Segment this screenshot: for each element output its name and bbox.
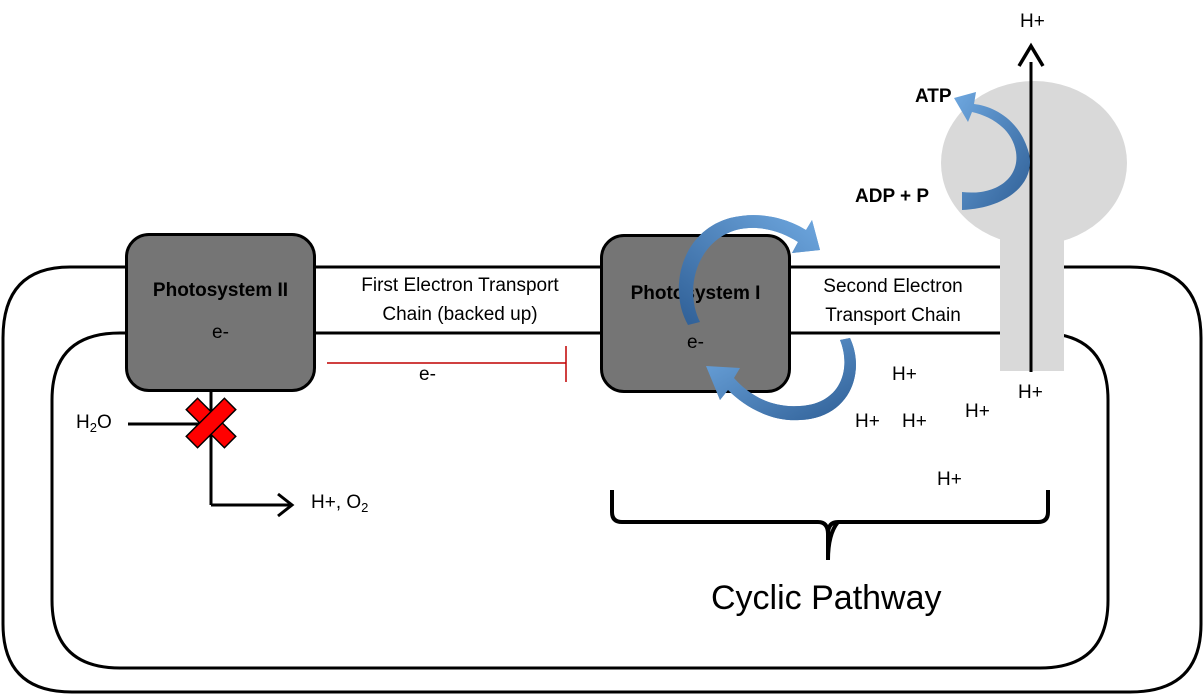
proton-2: H+ xyxy=(965,401,990,422)
blocked-x-icon xyxy=(185,397,237,449)
water-sub: 2 xyxy=(89,420,97,435)
blocked-electron-label: e- xyxy=(419,364,436,385)
water-base: H xyxy=(76,412,90,433)
adp-label: ADP + P xyxy=(855,186,930,207)
adp-atp-curved-arrow xyxy=(954,92,1031,210)
second-etc-label: Second Electron Transport Chain xyxy=(796,276,990,327)
photosystem-ii-electron: e- xyxy=(212,322,229,343)
synthase-arrowhead xyxy=(1017,42,1045,67)
second-etc-line2: Transport Chain xyxy=(825,305,961,326)
proton-top-label: H+ xyxy=(1020,11,1045,32)
water-tail: O xyxy=(96,412,112,433)
proton-1: H+ xyxy=(892,364,917,385)
photosystem-ii-label: Photosystem II xyxy=(152,280,289,301)
photosystem-i-label: Photosystem I xyxy=(630,283,761,304)
products-arrowhead xyxy=(277,492,295,518)
first-etc-line1: First Electron Transport xyxy=(361,275,559,296)
proton-bottom-label: H+ xyxy=(1018,382,1043,403)
products-sub: 2 xyxy=(361,500,369,515)
cyclic-pathway-label: Cyclic Pathway xyxy=(711,579,942,617)
cyclic-pathway-brace xyxy=(610,490,1050,561)
atp-label: ATP xyxy=(915,86,952,107)
first-etc-label: First Electron Transport Chain (backed u… xyxy=(330,275,590,326)
water-label: H2O xyxy=(76,412,112,434)
photosystem-i-box: Photosystem I e- xyxy=(600,234,791,393)
products-base: H+, O xyxy=(311,492,362,513)
products-label: H+, O2 xyxy=(311,492,368,514)
proton-3: H+ xyxy=(855,411,880,432)
second-etc-line1: Second Electron xyxy=(823,276,963,297)
photosystem-i-electron: e- xyxy=(687,332,704,353)
proton-4: H+ xyxy=(902,411,927,432)
inner-membrane xyxy=(50,331,1110,670)
photosystem-ii-box: Photosystem II e- xyxy=(125,233,316,392)
first-etc-line2: Chain (backed up) xyxy=(382,304,538,325)
proton-5: H+ xyxy=(937,469,962,490)
outer-membrane xyxy=(1,265,1203,694)
